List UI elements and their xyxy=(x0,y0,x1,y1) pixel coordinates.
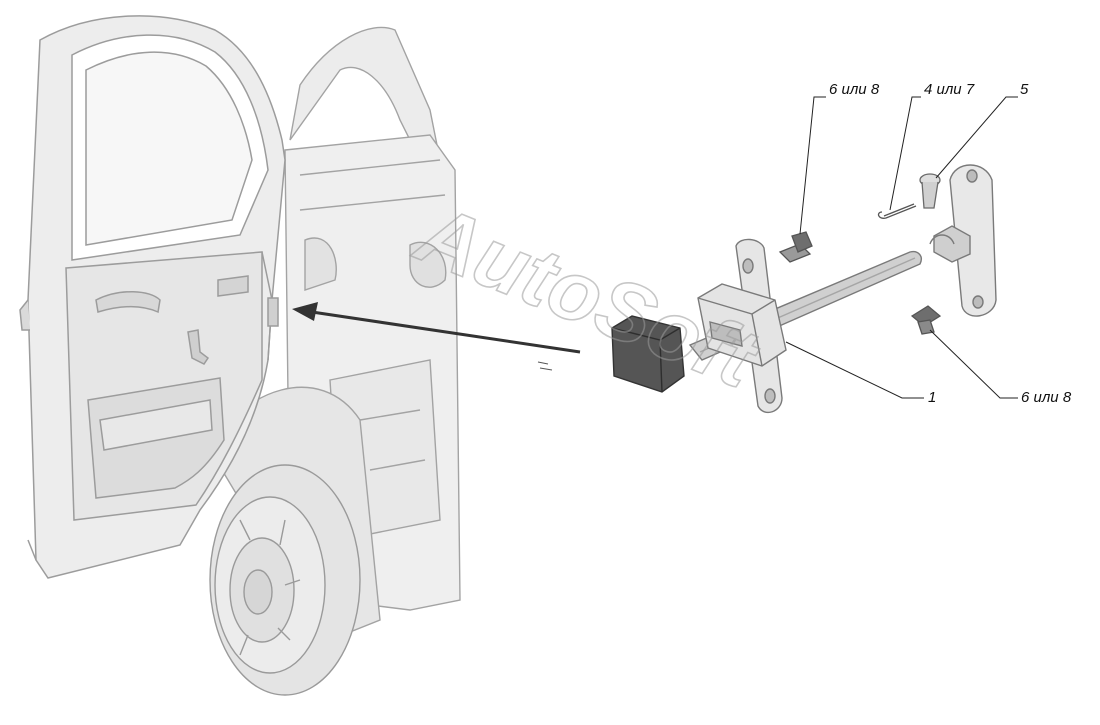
assembly-direction-arrow xyxy=(292,302,581,371)
bolt-bottom xyxy=(910,305,942,335)
callout-6or8-bottom: 6 или 8 xyxy=(1021,389,1072,406)
window-crank xyxy=(187,329,210,365)
leader-5 xyxy=(935,96,1018,179)
door-check-strap xyxy=(611,238,922,414)
leader-4or7 xyxy=(889,96,921,211)
cotter-pin xyxy=(877,203,917,219)
callout-5: 5 xyxy=(1020,81,1029,98)
callout-1: 1 xyxy=(928,389,936,406)
leader-6or8-top xyxy=(799,96,826,235)
callout-6or8-top: 6 или 8 xyxy=(829,81,880,98)
pillar-bracket xyxy=(929,164,997,317)
hinge-pin xyxy=(919,173,941,209)
door-handle xyxy=(95,291,161,314)
callout-4or7: 4 или 7 xyxy=(924,81,975,98)
front-wheel xyxy=(209,464,361,696)
leader-lines xyxy=(785,96,1018,399)
check-rubber-buffer xyxy=(611,315,685,393)
bolt-top xyxy=(778,231,813,263)
leader-1 xyxy=(785,341,924,399)
leader-6or8-bottom xyxy=(929,329,1018,399)
open-door xyxy=(19,15,286,579)
